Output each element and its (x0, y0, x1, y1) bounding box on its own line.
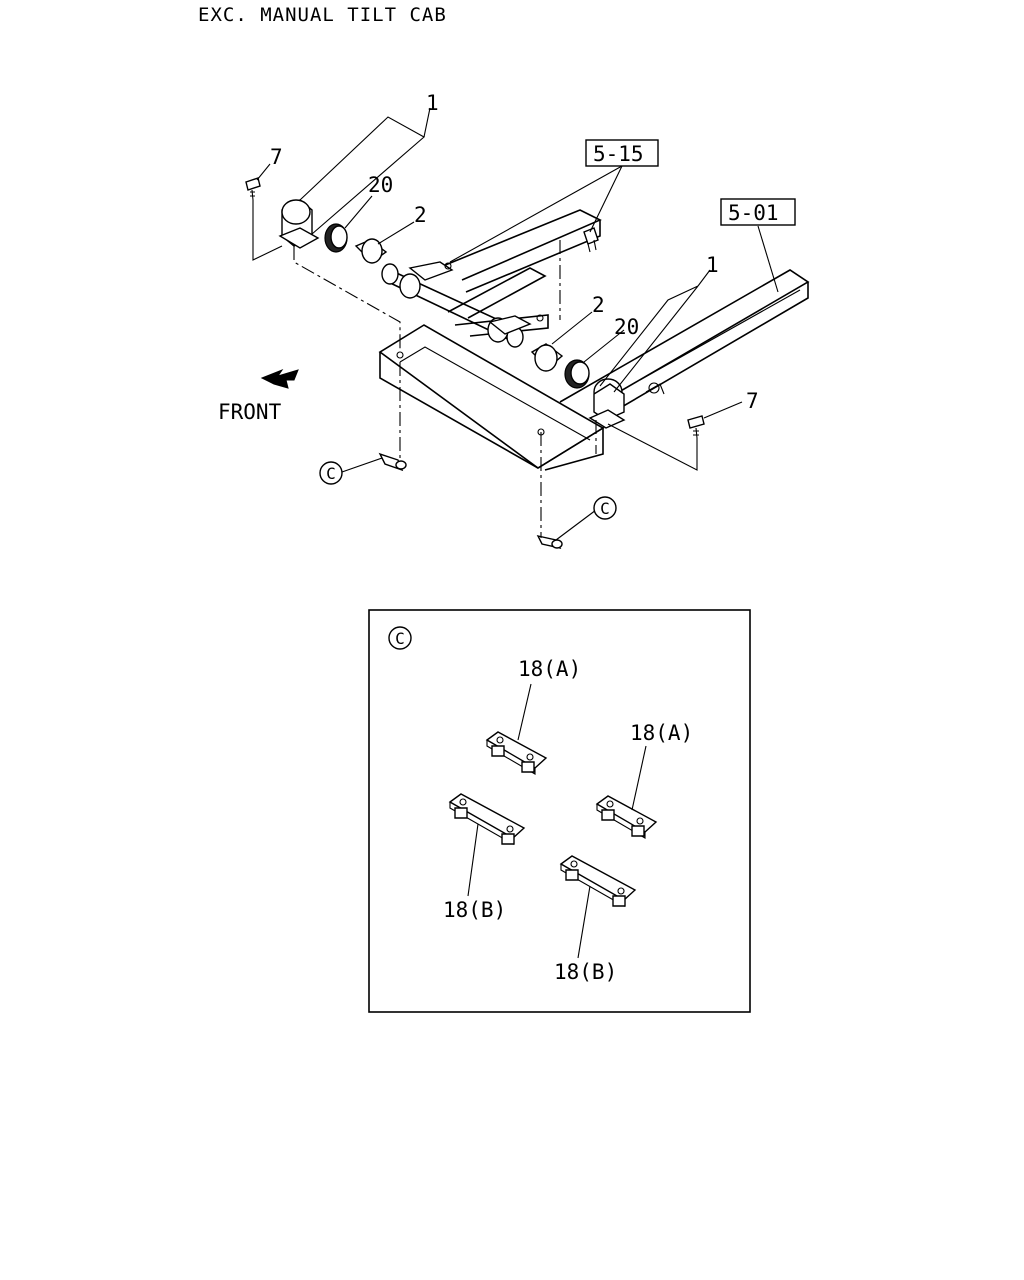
plate-18b-bottom (559, 855, 637, 907)
callout-7-right: 7 (746, 389, 759, 413)
detail-c-marker-letter: C (395, 629, 405, 648)
callout-1-lower: 1 (706, 253, 719, 277)
callout-7-left: 7 (270, 145, 283, 169)
front-direction: FRONT (218, 368, 299, 424)
left-mount-assembly (245, 177, 388, 264)
ref-box-5-15: 5-15 (585, 139, 659, 167)
plate-18a-left (485, 731, 548, 775)
detail-marker-c-left-letter: C (326, 464, 336, 483)
ref-5-01-label: 5-01 (728, 201, 779, 225)
callout-1-upper: 1 (426, 91, 439, 115)
callout-2-lower: 2 (592, 293, 605, 317)
ref-5-15-label: 5-15 (593, 142, 644, 166)
callout-20-lower: 20 (614, 315, 639, 339)
callout-2-upper: 2 (414, 203, 427, 227)
front-arrow-icon (260, 368, 299, 389)
detail-label-18a-left: 18(A) (518, 657, 581, 681)
plate-18a-right (595, 795, 658, 839)
right-mount-assembly (530, 227, 705, 439)
detail-marker-c-left: C (319, 461, 343, 485)
callout-20-upper: 20 (368, 173, 393, 197)
detail-label-18b-left: 18(B) (443, 898, 506, 922)
detail-label-18a-right: 18(A) (630, 721, 693, 745)
front-label: FRONT (218, 400, 282, 424)
plate-18b-left (448, 793, 526, 845)
detail-label-18b-bottom: 18(B) (554, 960, 617, 984)
ref-box-5-01: 5-01 (720, 198, 796, 226)
cab-mount-frame (378, 209, 810, 471)
detail-marker-c-bottom: C (593, 496, 617, 520)
lower-bolts (378, 452, 563, 550)
diagram-title: EXC. MANUAL TILT CAB (198, 4, 447, 26)
detail-c-panel: C (368, 609, 751, 1013)
detail-marker-c-bottom-letter: C (600, 499, 610, 518)
leader-lines (252, 107, 779, 541)
